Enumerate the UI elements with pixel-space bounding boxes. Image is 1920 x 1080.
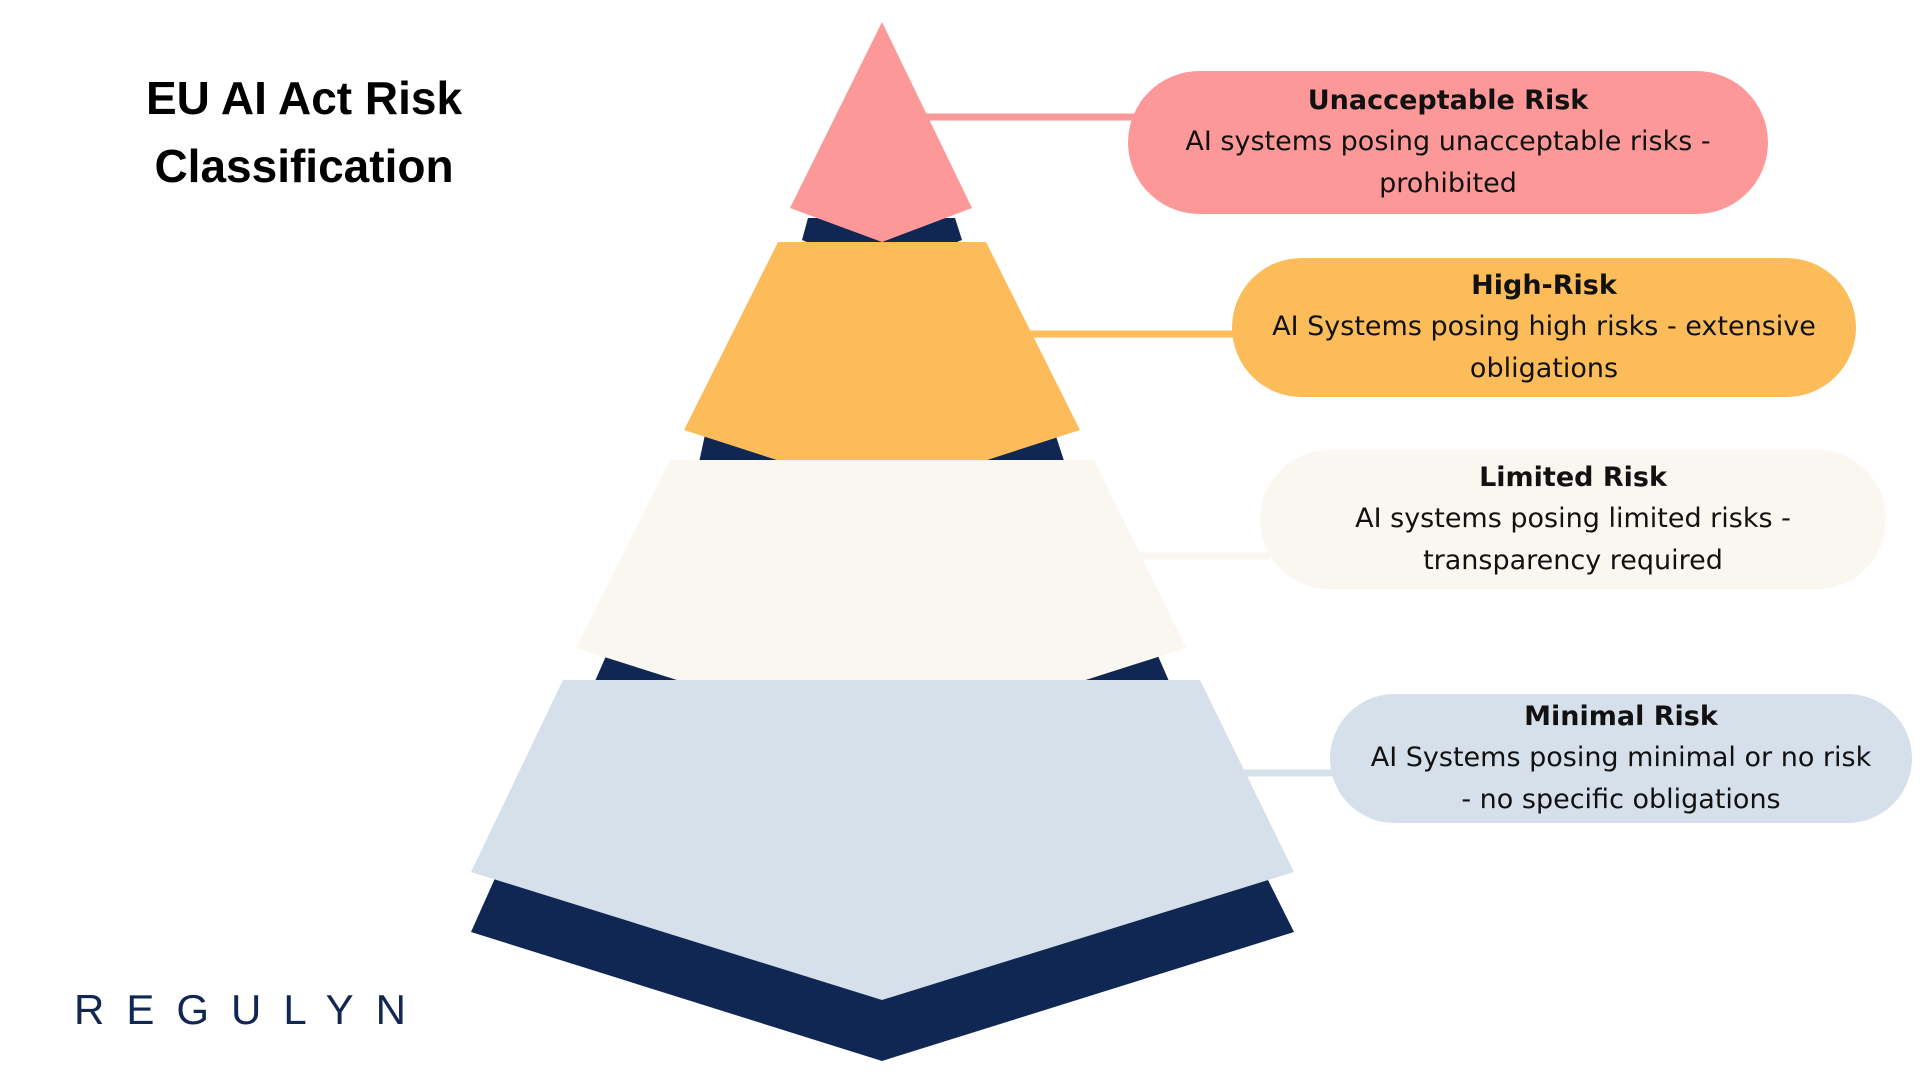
tier-minimal-card: Minimal Risk AI Systems posing minimal o… xyxy=(1330,694,1912,823)
tier-minimal-title: Minimal Risk xyxy=(1524,700,1718,732)
tier-limited-description: AI systems posing limited risks - transp… xyxy=(1355,502,1791,576)
tier-limited-title: Limited Risk xyxy=(1479,461,1667,493)
title-line-2: Classification xyxy=(154,140,454,192)
tier-high-title: High-Risk xyxy=(1471,269,1617,301)
page-title: EU AI Act Risk Classification xyxy=(104,64,504,200)
tier-limited-card: Limited Risk AI systems posing limited r… xyxy=(1260,450,1886,589)
tier-minimal-shape xyxy=(471,680,1294,1000)
tier-minimal-description: AI Systems posing minimal or no risk - n… xyxy=(1370,741,1872,815)
tier-unacceptable-title: Unacceptable Risk xyxy=(1307,84,1589,116)
tier-limited-shape xyxy=(576,460,1186,745)
title-line-1: EU AI Act Risk xyxy=(145,72,463,124)
tier-high-card: High-Risk AI Systems posing high risks -… xyxy=(1232,258,1856,397)
tier-high-description: AI Systems posing high risks - extensive… xyxy=(1272,310,1816,384)
tier-unacceptable-card: Unacceptable Risk AI systems posing unac… xyxy=(1128,71,1768,214)
tier-unacceptable-description: AI systems posing unacceptable risks - p… xyxy=(1185,125,1711,199)
tier-unacceptable-shape xyxy=(790,22,972,242)
brand-logo: REGULYN xyxy=(74,986,428,1033)
tier-high-shape xyxy=(684,242,1080,494)
